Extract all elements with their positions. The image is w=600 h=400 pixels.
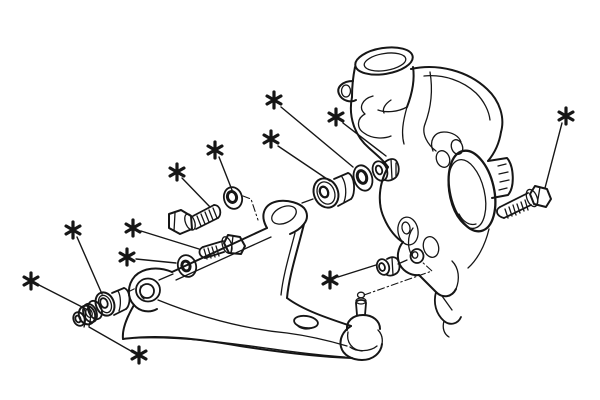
asterisk-marker-upper-arm-bushing xyxy=(262,129,331,182)
knuckle-side-nut xyxy=(371,158,400,182)
asterisk-marker-upper-arm-bolt-washer xyxy=(206,140,233,191)
upper-arm-bolt xyxy=(168,204,222,235)
leader-line xyxy=(544,122,563,189)
leader-line xyxy=(140,230,200,250)
asterisk-marker-rear-washer xyxy=(22,271,89,311)
leader-line xyxy=(88,326,132,352)
asterisk-marker-hub-carrier-bolt xyxy=(544,106,575,189)
rear-nut xyxy=(72,304,97,328)
asterisk-marker-front-pivot-bolt xyxy=(124,218,200,250)
front-pivot-washer xyxy=(176,254,198,278)
upper-arm-bolt-washer xyxy=(222,186,244,210)
steering-knuckle xyxy=(337,46,514,338)
asterisk-marker-knuckle-side-nut xyxy=(327,107,387,157)
leader-line xyxy=(38,284,89,311)
leader-line xyxy=(280,106,354,168)
asterisk-marker-rear-nut xyxy=(88,326,148,365)
hub-carrier-bolt xyxy=(496,185,552,219)
leader-line xyxy=(277,145,331,182)
asterisk-marker-upper-arm-bolt xyxy=(168,162,211,208)
alignment-lines xyxy=(127,195,433,296)
leader-line xyxy=(181,177,211,208)
asterisk-marker-ball-joint-nut xyxy=(321,264,377,290)
leader-line xyxy=(135,258,177,264)
leader-line xyxy=(218,156,233,191)
asterisk-marker-rear-bushing xyxy=(64,220,103,295)
ball-joint-nut xyxy=(375,256,408,277)
knuckle-side-washer xyxy=(352,164,374,192)
asterisk-marker-knuckle-side-washer xyxy=(265,90,354,168)
lower-control-arm xyxy=(121,198,353,359)
ball-joint xyxy=(339,291,383,361)
leader-line xyxy=(342,122,387,157)
leader-line xyxy=(337,264,377,278)
leader-line xyxy=(76,236,103,295)
asterisk-marker-front-pivot-washer xyxy=(118,247,177,267)
marker-overlay xyxy=(22,90,575,365)
upper-arm-bushing xyxy=(312,172,355,209)
front-pivot-bolt xyxy=(198,234,246,260)
